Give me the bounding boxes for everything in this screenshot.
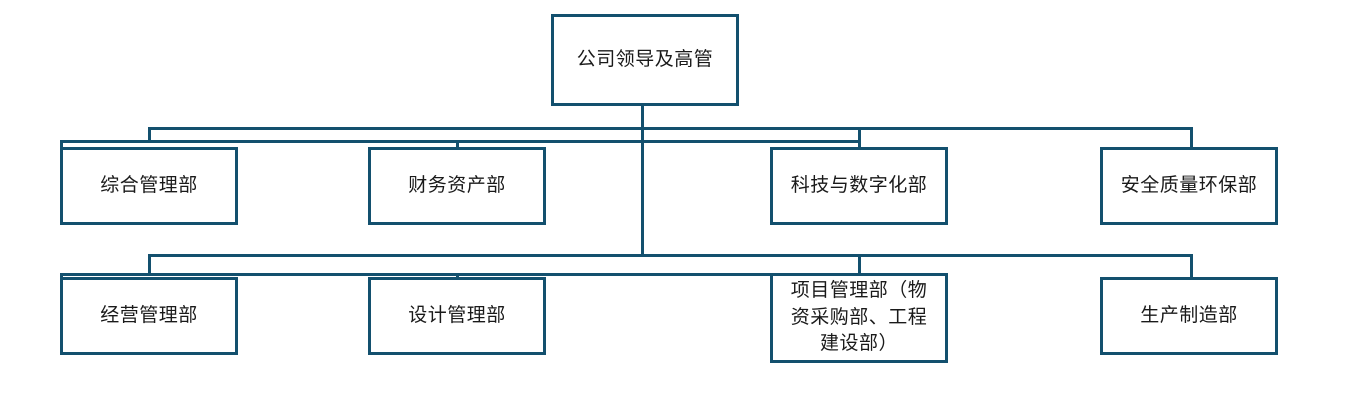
org-node-label: 财务资产部: [408, 174, 506, 196]
connector-row2-drop-1: [60, 140, 63, 150]
org-node-label: 经营管理部: [100, 304, 198, 326]
org-node-safety-quality-environment[interactable]: 安全质量环保部: [1100, 147, 1278, 225]
connector-row3-drop-d: [1190, 254, 1193, 280]
connector-row2-bus-upper: [148, 127, 1193, 130]
connector-row2-drop-d: [1190, 127, 1193, 150]
org-node-finance-assets[interactable]: 财务资产部: [368, 147, 546, 225]
org-node-label: 公司领导及高管: [576, 48, 714, 70]
connector-row3-drop-1: [60, 273, 63, 280]
org-node-technology-digitalization[interactable]: 科技与数字化部: [770, 147, 948, 225]
org-node-design-management[interactable]: 设计管理部: [368, 277, 546, 355]
connector-row2-drop-a: [148, 127, 151, 143]
org-node-project-management[interactable]: 项目管理部（物 资采购部、工程 建设部）: [770, 273, 948, 363]
connector-row2-drop-2: [456, 140, 459, 150]
org-node-label: 科技与数字化部: [790, 174, 928, 196]
org-node-label: 安全质量环保部: [1120, 174, 1258, 196]
connector-root-stem: [641, 106, 644, 130]
connector-row2-bus-lower: [60, 140, 861, 143]
connector-row3-drop-a: [148, 254, 151, 276]
connector-row3-bus-upper: [148, 254, 1193, 257]
org-node-label: 生产制造部: [1140, 304, 1238, 326]
connector-row2-drop-c: [858, 127, 861, 150]
org-node-label: 项目管理部（物 资采购部、工程 建设部）: [790, 279, 928, 355]
connector-main-trunk: [641, 127, 644, 257]
org-node-production-manufacturing[interactable]: 生产制造部: [1100, 277, 1278, 355]
org-node-label: 综合管理部: [100, 174, 198, 196]
connector-row3-drop-c: [858, 254, 861, 276]
connector-row3-drop-2: [456, 273, 459, 280]
org-node-label: 设计管理部: [408, 304, 506, 326]
org-node-general-management[interactable]: 综合管理部: [60, 147, 238, 225]
connector-row3-bus-lower: [60, 273, 861, 276]
org-node-company-leadership[interactable]: 公司领导及高管: [551, 14, 739, 106]
org-node-business-management[interactable]: 经营管理部: [60, 277, 238, 355]
